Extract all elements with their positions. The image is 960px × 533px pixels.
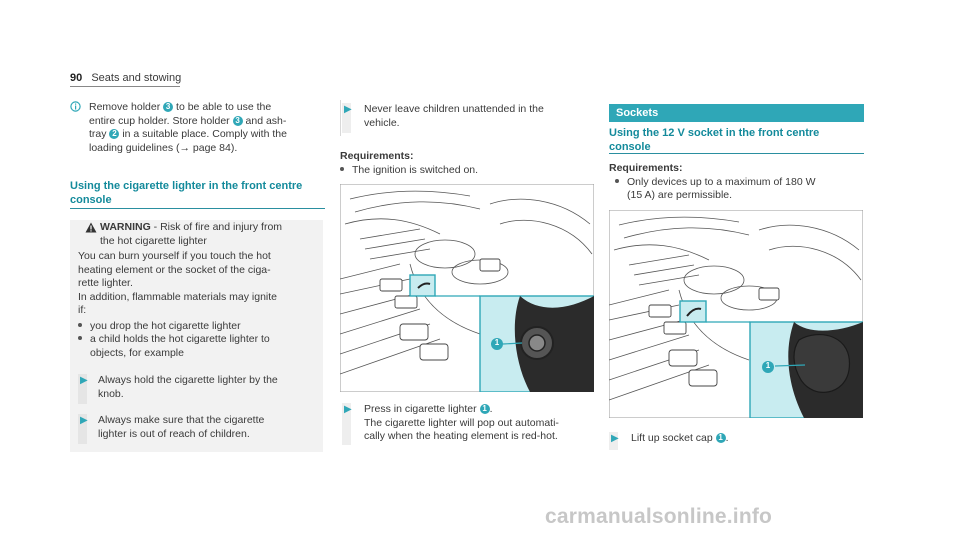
arrow-icon: ▶	[344, 104, 352, 115]
socket-figure: 1	[608, 209, 864, 419]
header-rule	[70, 86, 180, 87]
warning-body-line: rette lighter.	[78, 277, 133, 289]
heading-rule	[609, 153, 864, 154]
column-divider	[340, 100, 341, 136]
arrow-icon: ▶	[611, 433, 619, 444]
step-block: ▶ Press in cigarette lighter 1. The ciga…	[342, 403, 597, 445]
requirements-label: Requirements:	[340, 150, 414, 162]
requirements-block: Requirements: Only devices up to a maxim…	[609, 162, 864, 203]
arrow-icon: ▶	[80, 375, 88, 386]
action-item: ▶ Never leave children unattended in the…	[342, 103, 597, 133]
requirement-item: The ignition is switched on.	[340, 164, 595, 178]
note-line: loading guidelines (→ page 84).	[89, 141, 238, 154]
note-line: entire cup holder. Store holder 3 and as…	[89, 114, 287, 127]
action-item: ▶ Always hold the cigarette lighter by t…	[78, 374, 318, 404]
arrow-icon: ▶	[344, 404, 352, 415]
figure-callout: 1	[494, 338, 500, 347]
warning-body-line: In addition, flammable materials may ign…	[78, 290, 278, 303]
sockets-section-bar: Sockets	[609, 104, 864, 122]
heading-rule	[70, 208, 325, 209]
bullet-item: a child holds the hot cigarette lighter …	[78, 333, 318, 347]
section-title: Seats and stowing	[91, 72, 182, 84]
warning-body-line: You can burn yourself if you touch the h…	[78, 250, 271, 262]
bullet-item-cont: objects, for example	[90, 346, 184, 359]
requirement-item-cont: (15 A) are permissible.	[627, 189, 733, 201]
heading-line: Using the 12 V socket in the front centr…	[609, 127, 820, 139]
requirements-label: Requirements:	[609, 162, 683, 174]
note-line: tray 2 in a suitable place. Comply with …	[89, 128, 287, 140]
warning-icon	[85, 222, 97, 238]
heading-line: console	[609, 141, 651, 153]
note-line: Remove holder 3 to be able to use the	[89, 101, 272, 113]
bullet-item: you drop the hot cigarette lighter	[78, 320, 318, 334]
info-icon	[70, 101, 81, 117]
note-block: Remove holder 3 to be able to use the en…	[70, 101, 325, 155]
page-number: 90	[70, 72, 83, 84]
heading-line: Using the cigarette lighter in the front…	[70, 180, 303, 192]
warning-body-line: heating element or the socket of the cig…	[78, 263, 271, 276]
arrow-icon: ▶	[80, 415, 88, 426]
bullet-list: you drop the hot cigarette lighter a chi…	[78, 320, 318, 361]
lighter-figure: 1	[339, 183, 595, 393]
warning-content: WARNING - Risk of fire and injury from t…	[78, 221, 318, 444]
figure-callout: 1	[765, 361, 771, 370]
step-block: ▶ Lift up socket cap 1.	[609, 432, 864, 450]
warning-box	[70, 220, 323, 452]
lighter-heading: Using the cigarette lighter in the front…	[70, 179, 325, 207]
watermark: carmanualsonline.info	[545, 505, 773, 528]
page-link[interactable]: page 84	[192, 141, 231, 154]
page-header: 90 Seats and stowing	[70, 72, 181, 84]
socket-heading: Using the 12 V socket in the front centr…	[609, 126, 864, 154]
warning-text: - Risk of fire and injury from	[150, 221, 283, 233]
warning-body-line: if:	[78, 304, 87, 316]
action-item: ▶ Always make sure that the cigarette li…	[78, 414, 318, 444]
heading-line: console	[70, 194, 112, 206]
requirement-item: Only devices up to a maximum of 180 W	[609, 176, 864, 190]
requirements-block: Requirements: The ignition is switched o…	[340, 150, 595, 177]
warning-label: WARNING	[100, 221, 151, 233]
warning-line: the hot cigarette lighter	[100, 234, 207, 247]
